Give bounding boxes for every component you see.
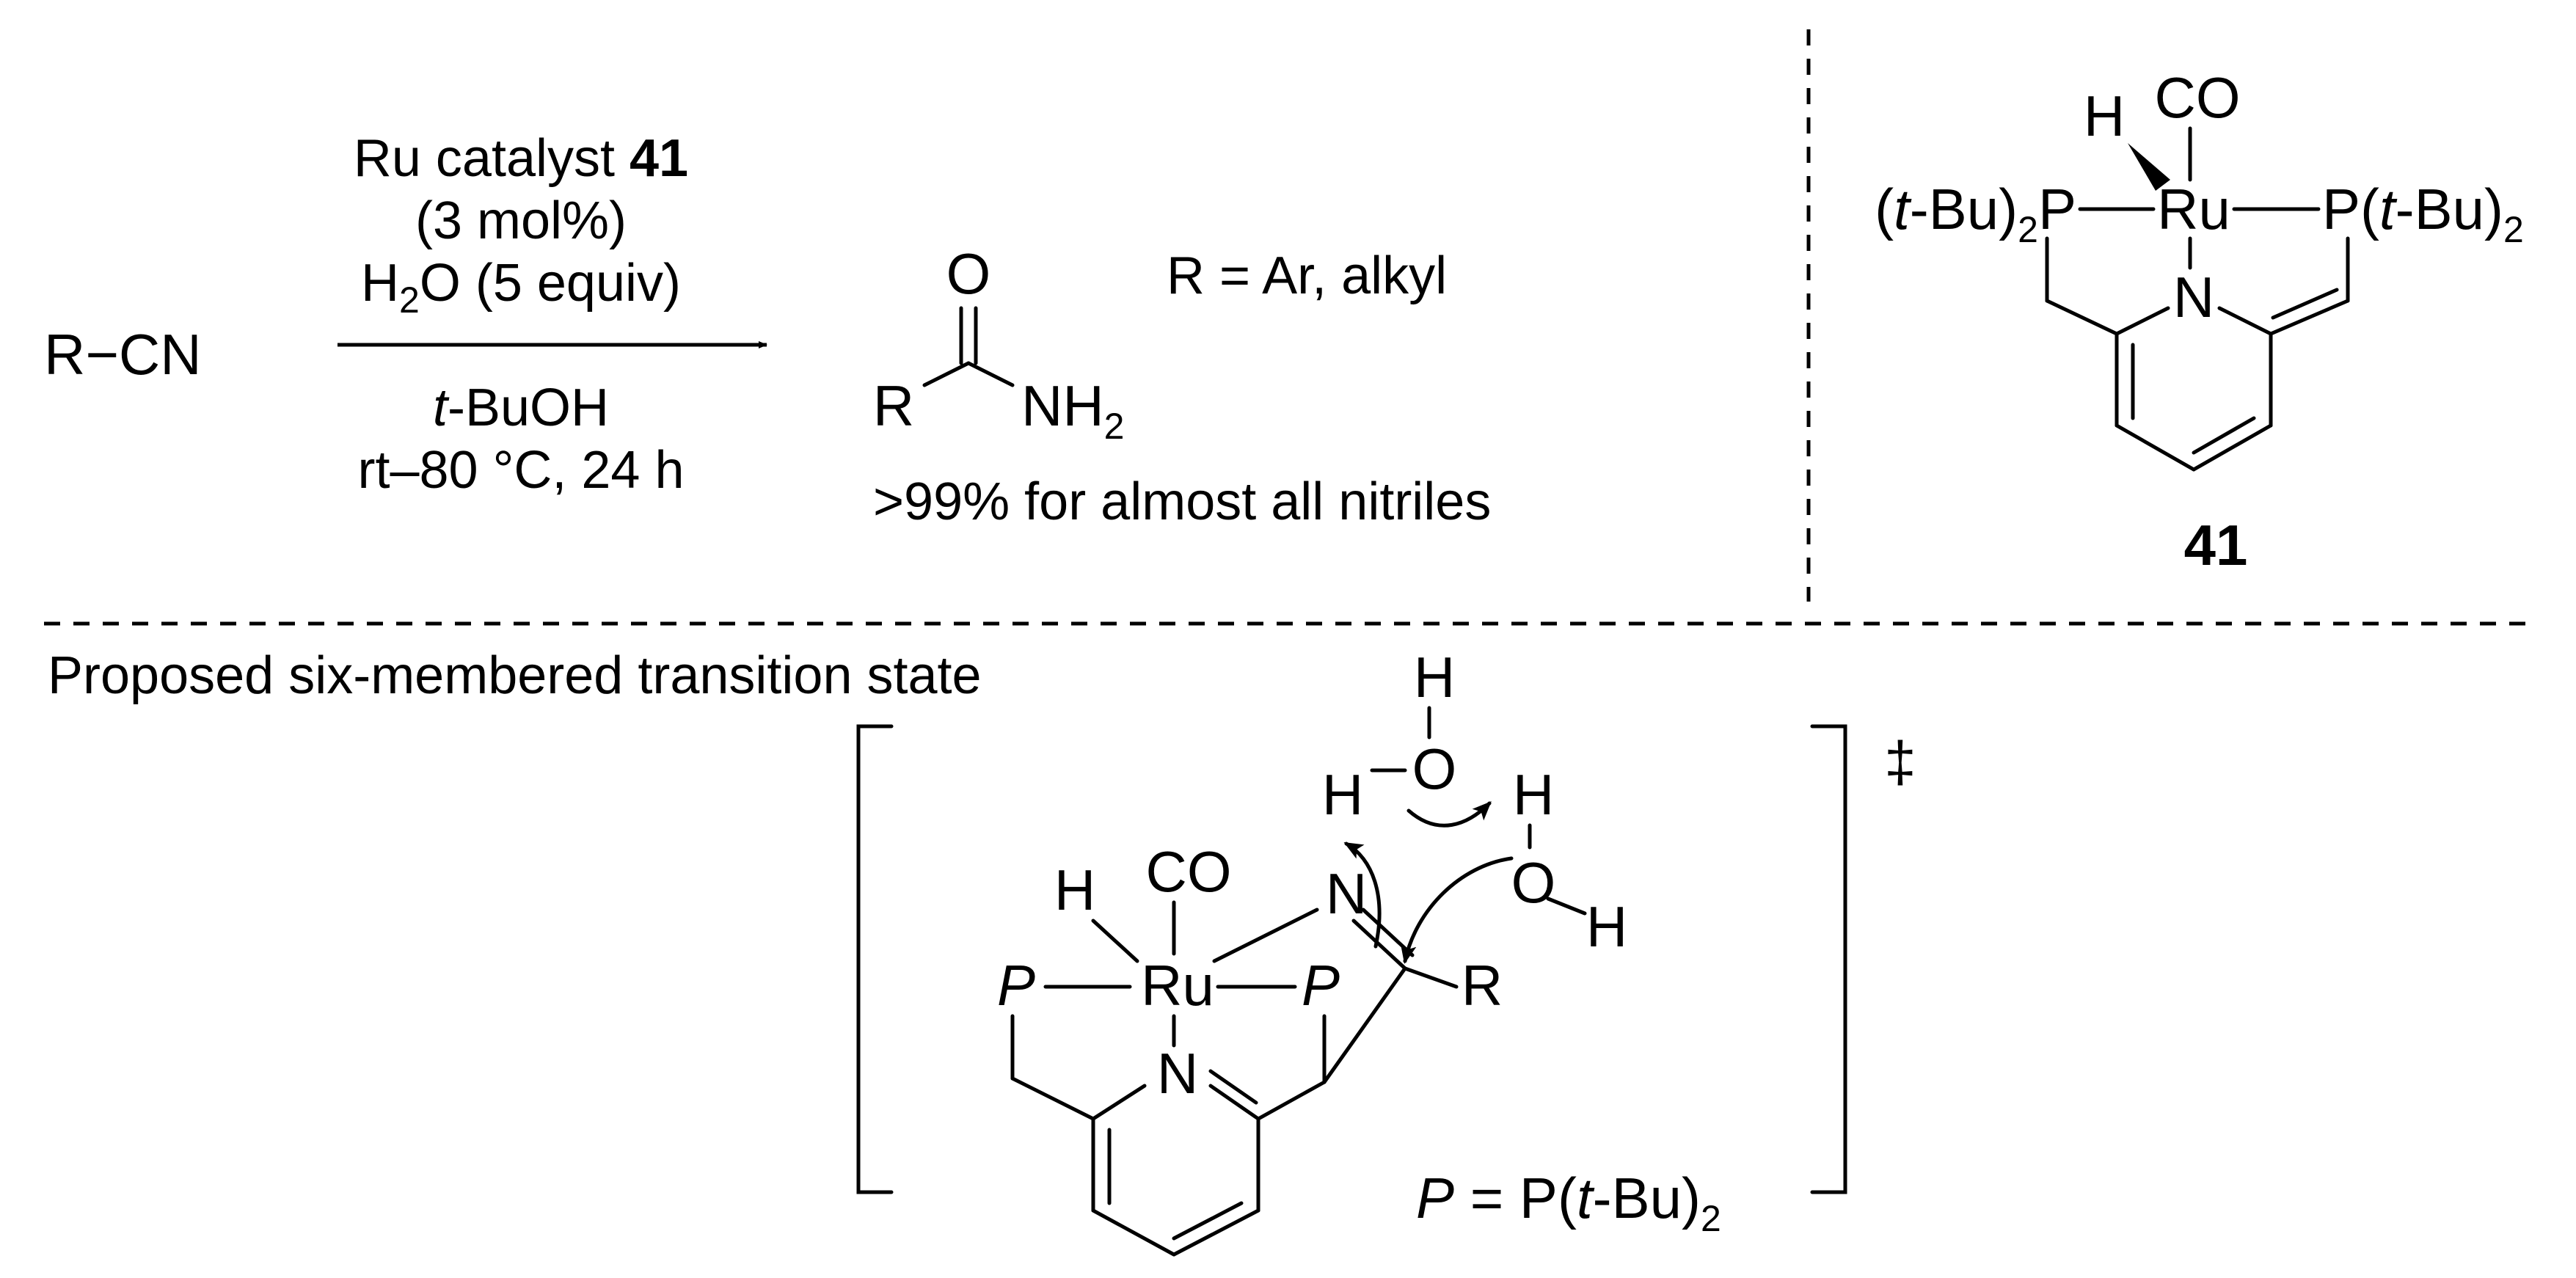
ts-ch-c-bond (1322, 966, 1407, 1084)
water1-oxygen: O (1412, 737, 1457, 801)
ts-ring-bond-2-inner (1208, 1069, 1258, 1105)
ts-hydride: H (1054, 858, 1095, 922)
curly-arrow-h-transfer (1406, 801, 1492, 828)
ts-ring-bond-1 (1091, 1084, 1147, 1121)
water1-h-top: H (1414, 645, 1455, 709)
water2-h-top: H (1513, 762, 1554, 827)
product-r-group: R (873, 373, 914, 438)
ts-ru-n-bond (1212, 908, 1319, 963)
condition-water: H2O (5 equiv) (361, 254, 681, 321)
ts-c-n-double (1361, 908, 1415, 957)
curly-arrow-o-attack (1400, 856, 1514, 964)
condition-temperature-time: rt–80 °C, 24 h (357, 441, 684, 500)
ts-ring-bond-4-inner (1172, 1201, 1244, 1241)
product-amine: NH2 (1021, 373, 1124, 447)
curly-arrow-n-attack (1343, 841, 1382, 949)
catalyst-hydride: H (2084, 84, 2125, 148)
water-molecule-1: H O H (1322, 645, 1457, 827)
product-oxygen: O (946, 241, 991, 306)
water1-h-left: H (1322, 762, 1363, 827)
ts-pyridine-n: N (1157, 1041, 1198, 1106)
ts-c-r-bond (1403, 966, 1459, 989)
p-definition: P = P(t-Bu)2 (1416, 1166, 1721, 1239)
ring-bond-2 (2217, 306, 2273, 336)
ts-left-ch2-ring (1010, 1076, 1095, 1121)
right-bracket (1810, 724, 1847, 1194)
condition-catalyst: Ru catalyst 41 (354, 129, 688, 188)
condition-loading: (3 mol%) (415, 191, 627, 250)
ring-bond-5 (2115, 423, 2196, 472)
left-ch2-ring-bond (2045, 299, 2119, 336)
ring-bond-1 (2115, 306, 2170, 336)
yield-note: >99% for almost all nitriles (873, 472, 1491, 531)
double-dagger: ‡ (1884, 729, 1916, 794)
ts-ring-bond-2 (1208, 1084, 1260, 1121)
reactant-label: R−CN (44, 322, 202, 387)
ts-ring-ch-bond (1256, 1080, 1327, 1121)
catalyst-left-phosphine: (t-Bu)2P (1875, 177, 2076, 250)
r-c-bond (922, 361, 971, 387)
c-n-bond (966, 361, 1015, 387)
right-exocyclic-double-b (2271, 288, 2339, 320)
amide-product: O R NH2 (873, 241, 1125, 447)
conditions-above: Ru catalyst 41 (3 mol%) H2O (5 equiv) (354, 129, 688, 321)
ts-phosphine-right: P (1302, 953, 1340, 1018)
water2-h-right: H (1586, 894, 1627, 959)
condition-solvent: t-BuOH (433, 379, 609, 437)
catalyst-pyridine-n: N (2173, 265, 2214, 329)
catalyst-co: CO (2155, 65, 2241, 130)
ts-phosphine-left: P (997, 953, 1035, 1018)
catalyst-ruthenium: Ru (2157, 177, 2230, 241)
conditions-below: t-BuOH rt–80 °C, 24 h (357, 379, 684, 500)
ring-bond-4-inner (2192, 416, 2256, 455)
left-bracket (856, 724, 894, 1194)
ring-bond-4 (2192, 423, 2273, 472)
ts-r-group: R (1462, 953, 1503, 1018)
ts-ring-bond-5 (1091, 1208, 1176, 1257)
ts-c-n-bond (1351, 919, 1407, 971)
wedge-bond (2128, 143, 2170, 191)
right-exocyclic-double-a (2269, 299, 2350, 336)
catalyst-41-structure: CO H Ru (t-Bu)2P P(t-Bu)2 N (1875, 65, 2524, 472)
catalyst-label: 41 (2184, 513, 2248, 577)
water2-oh-bond-right (1546, 897, 1587, 916)
ts-ruthenium: Ru (1141, 953, 1214, 1018)
catalyst-right-phosphine: P(t-Bu)2 (2322, 177, 2524, 250)
transition-state-title: Proposed six-membered transition state (48, 646, 982, 705)
ts-co: CO (1146, 839, 1232, 904)
r-definition: R = Ar, alkyl (1167, 247, 1447, 305)
ts-ruthenium-complex: H CO Ru P P N R N (997, 839, 1503, 1257)
ts-ring-bond-4 (1172, 1208, 1260, 1257)
ts-imine-n: N (1326, 861, 1367, 926)
ts-ru-h-bond (1091, 919, 1139, 963)
water-molecule-2: H O H (1511, 762, 1628, 959)
water2-oxygen: O (1511, 850, 1556, 915)
